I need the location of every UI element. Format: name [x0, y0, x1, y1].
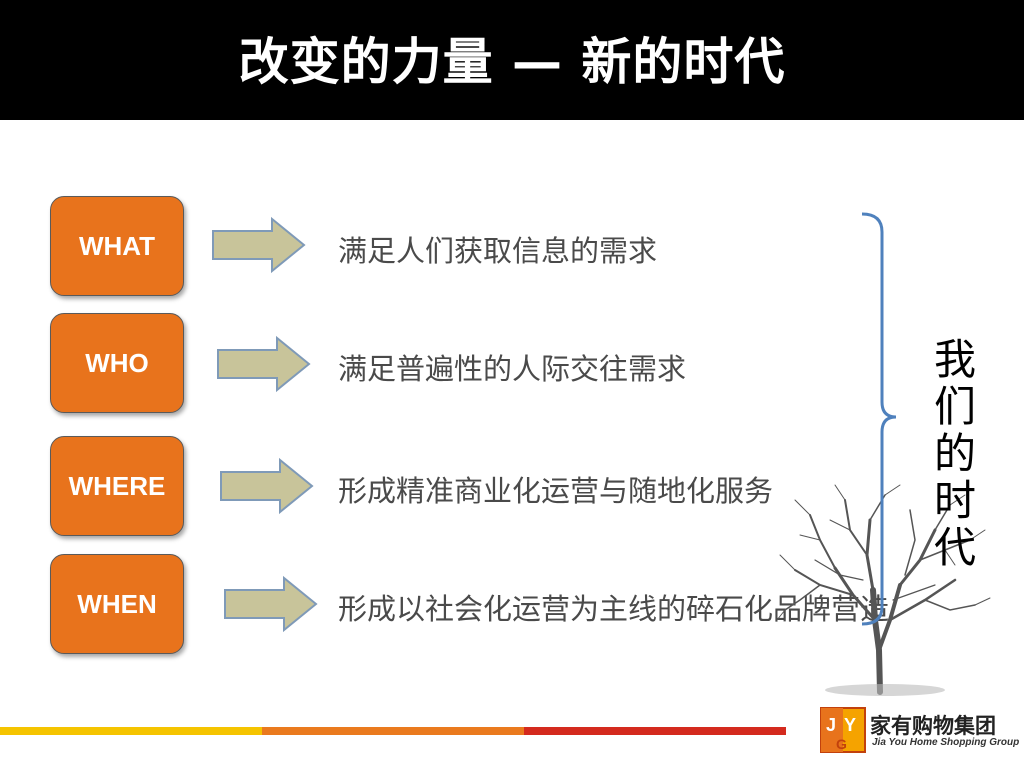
row-text-what: 满足人们获取信息的需求 [338, 234, 658, 268]
box-what: WHAT [50, 196, 184, 296]
right-arrow-icon [212, 216, 306, 274]
logo-name-cn: 家有购物集团 [870, 714, 996, 738]
svg-text:J: J [826, 715, 836, 735]
side-label-char: 代 [933, 523, 976, 572]
svg-text:G: G [836, 736, 847, 752]
box-when: WHEN [50, 554, 184, 654]
tree-illustration [776, 484, 991, 696]
box-who: WHO [50, 313, 184, 413]
right-brace [861, 212, 897, 626]
stripe-yellow [0, 727, 262, 735]
side-label-char: 我 [933, 335, 976, 384]
side-label-char: 时 [933, 476, 976, 525]
company-logo-icon: J Y G [820, 707, 866, 753]
box-where: WHERE [50, 436, 184, 536]
row-text-when: 形成以社会化运营为主线的碎石化品牌营造 [338, 592, 890, 626]
row-text-who: 满足普遍性的人际交往需求 [338, 352, 687, 386]
side-label-char: 们 [933, 382, 976, 431]
right-arrow-icon [220, 457, 314, 515]
stripe-orange [262, 727, 524, 735]
right-arrow-icon [224, 575, 318, 633]
stripe-red [524, 727, 786, 735]
svg-text:Y: Y [844, 715, 856, 735]
side-label-char: 的 [933, 429, 976, 478]
title-bar [0, 0, 1024, 120]
slide-title: 改变的力量 — 新的时代 [238, 33, 786, 91]
right-arrow-icon [217, 335, 311, 393]
row-text-where: 形成精准商业化运营与随地化服务 [338, 474, 774, 508]
logo-name-en: Jia You Home Shopping Group [872, 737, 1020, 748]
side-label: 我 们 的 时 代 [930, 336, 980, 571]
